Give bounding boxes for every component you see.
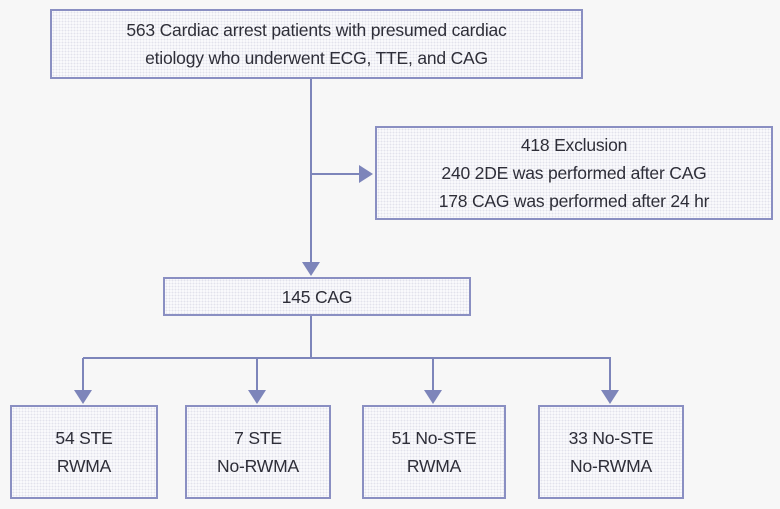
enrollment-line-1: 563 Cardiac arrest patients with presume…: [126, 20, 507, 40]
arrowhead-outcome-0-icon: [74, 390, 92, 404]
connector-top-to-cag: [310, 79, 312, 263]
arrowhead-outcome-3-icon: [601, 390, 619, 404]
connector-outcome-3: [609, 358, 611, 391]
outcome-2-line-1: 51 No-STE: [391, 428, 477, 448]
outcome-1-line-2: No-RWMA: [217, 456, 299, 476]
outcome-box-no-ste-rwma: 51 No-STE RWMA: [362, 405, 506, 499]
connector-branch-to-exclusion: [311, 173, 359, 175]
connector-cag-to-distributor: [310, 316, 312, 358]
outcome-1-line-1: 7 STE: [234, 428, 282, 448]
outcome-0-line-2: RWMA: [56, 456, 112, 476]
outcome-2-line-2: RWMA: [406, 456, 462, 476]
connector-distributor: [83, 357, 611, 359]
cag-box: 145 CAG: [163, 277, 471, 316]
outcome-box-ste-no-rwma: 7 STE No-RWMA: [185, 405, 331, 499]
exclusion-line-1: 418 Exclusion: [520, 135, 628, 155]
outcome-box-no-ste-no-rwma: 33 No-STE No-RWMA: [538, 405, 684, 499]
cag-label: 145 CAG: [281, 286, 353, 307]
enrollment-box: 563 Cardiac arrest patients with presume…: [50, 9, 583, 79]
connector-outcome-1: [256, 358, 258, 391]
arrowhead-exclusion-icon: [359, 165, 373, 183]
outcome-box-ste-rwma: 54 STE RWMA: [10, 405, 158, 499]
outcome-3-line-1: 33 No-STE: [568, 428, 654, 448]
outcome-3-line-2: No-RWMA: [570, 456, 652, 476]
arrowhead-outcome-1-icon: [248, 390, 266, 404]
exclusion-line-3: 178 CAG was performed after 24 hr: [438, 191, 710, 211]
exclusion-box: 418 Exclusion 240 2DE was performed afte…: [375, 126, 773, 220]
arrowhead-outcome-2-icon: [424, 390, 442, 404]
connector-outcome-2: [432, 358, 434, 391]
arrowhead-cag-icon: [302, 262, 320, 276]
enrollment-line-2: etiology who underwent ECG, TTE, and CAG: [145, 48, 488, 68]
connector-outcome-0: [82, 358, 84, 391]
exclusion-line-2: 240 2DE was performed after CAG: [441, 163, 707, 183]
outcome-0-line-1: 54 STE: [55, 428, 113, 448]
